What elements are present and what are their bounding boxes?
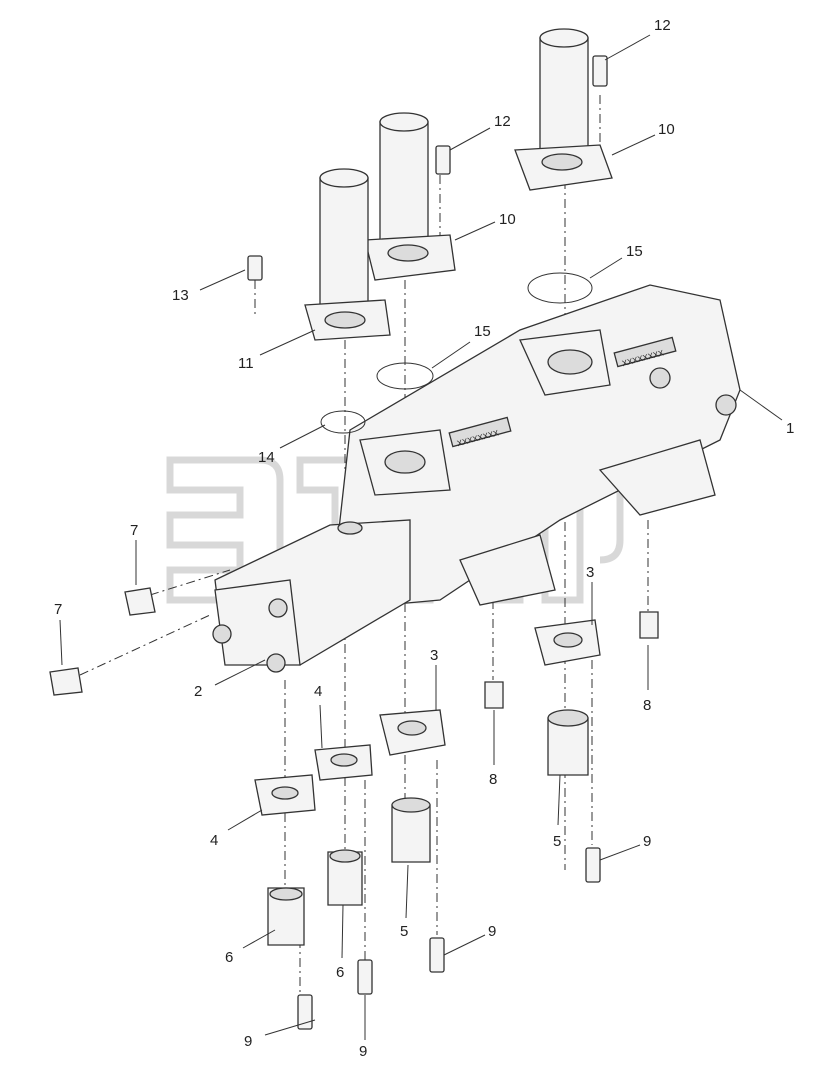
callout-12: 12 — [494, 113, 511, 130]
callout-6: 6 — [225, 949, 233, 966]
callout-2: 2 — [194, 683, 202, 700]
callout-5: 5 — [400, 923, 408, 940]
callout-7: 7 — [54, 601, 62, 618]
callout-9: 9 — [643, 833, 651, 850]
callout-4: 4 — [210, 832, 218, 849]
callout-3: 3 — [430, 647, 438, 664]
fittings — [49, 587, 659, 709]
suction-tube-middle — [364, 112, 456, 281]
callout-15: 15 — [626, 243, 643, 260]
o-rings — [320, 272, 593, 434]
callout-3: 3 — [586, 564, 594, 581]
callout-13: 13 — [172, 287, 189, 304]
callout-10: 10 — [499, 211, 516, 228]
split-flanges — [254, 619, 601, 816]
callout-11: 11 — [238, 355, 254, 372]
callout-9: 9 — [244, 1033, 252, 1050]
callout-4: 4 — [314, 683, 322, 700]
connectors — [267, 709, 589, 946]
callout-labels: 1 2 3 3 4 4 5 5 6 6 7 7 8 8 9 9 9 9 10 1… — [54, 17, 794, 1060]
callout-leaders — [59, 34, 783, 1040]
callout-15: 15 — [474, 323, 491, 340]
callout-7: 7 — [130, 522, 138, 539]
callout-14: 14 — [258, 449, 275, 466]
suction-tube-right — [514, 28, 613, 191]
callout-8: 8 — [643, 697, 651, 714]
suction-tube-left — [304, 168, 391, 341]
gear-pump — [212, 519, 411, 673]
callout-6: 6 — [336, 964, 344, 981]
pump-assembly: XXXXXXXX XXXXXXXX — [329, 284, 741, 611]
callout-10: 10 — [658, 121, 675, 138]
callout-5: 5 — [553, 833, 561, 850]
callout-8: 8 — [489, 771, 497, 788]
screws — [247, 55, 608, 1030]
callout-9: 9 — [488, 923, 496, 940]
callout-9: 9 — [359, 1043, 367, 1060]
callout-12: 12 — [654, 17, 671, 34]
callout-1: 1 — [786, 420, 794, 437]
